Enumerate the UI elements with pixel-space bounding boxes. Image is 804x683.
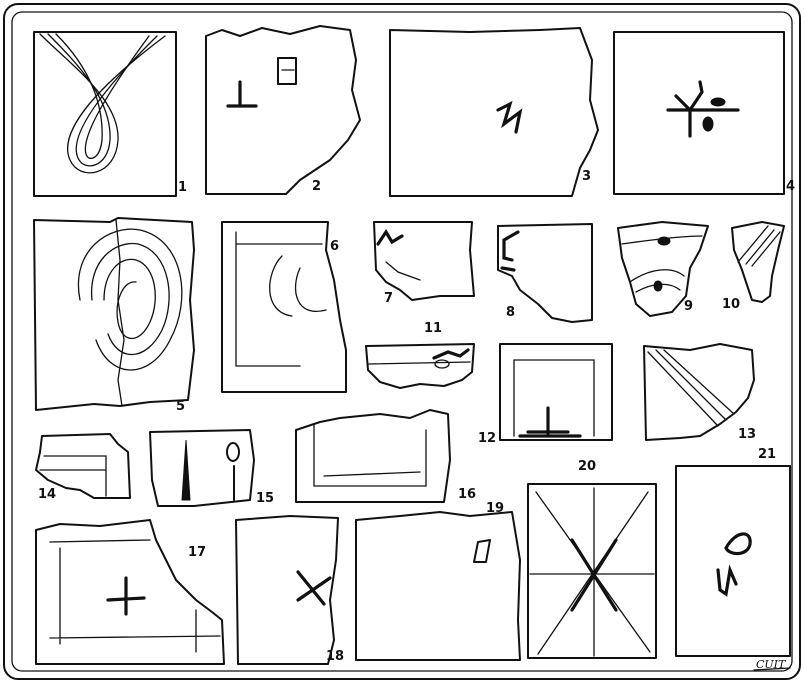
fragment-7 — [374, 222, 474, 300]
fragment-15 — [150, 430, 254, 506]
fragment-5 — [34, 218, 194, 410]
fragment-3 — [390, 28, 598, 196]
fragment-6-label: 6 — [330, 239, 339, 254]
fragment-20-label: 20 — [578, 459, 596, 474]
fragment-1-label: 1 — [178, 180, 187, 195]
fragment-20 — [528, 484, 656, 658]
fragment-12-label: 12 — [478, 431, 496, 446]
fragment-6 — [222, 222, 346, 392]
fragment-10-label: 10 — [722, 297, 740, 312]
fragment-15-label: 15 — [256, 491, 274, 506]
fragment-1 — [34, 32, 176, 196]
fragment-2-label: 2 — [312, 179, 321, 194]
fragment-2 — [206, 26, 360, 194]
fragment-10 — [732, 222, 784, 302]
fragment-17-label: 17 — [188, 545, 206, 560]
fragment-19-label: 19 — [486, 501, 504, 516]
fragment-18-label: 18 — [326, 649, 344, 664]
fragment-16-label: 16 — [458, 487, 476, 502]
fragment-11-label: 11 — [424, 321, 442, 336]
fragment-5-label: 5 — [176, 399, 185, 414]
fragment-4-label: 4 — [786, 179, 795, 194]
fragment-8-label: 8 — [506, 305, 515, 320]
fragment-14-label: 14 — [38, 487, 56, 502]
fragment-13-label: 13 — [738, 427, 756, 442]
fragment-18 — [236, 516, 338, 664]
fragment-7-label: 7 — [384, 291, 393, 306]
fragment-21-label: 21 — [758, 447, 776, 462]
fragment-3-label: 3 — [582, 169, 591, 184]
fragment-19 — [356, 512, 520, 660]
fragment-9-label: 9 — [684, 299, 693, 314]
fragment-4 — [614, 32, 784, 194]
fragment-21 — [676, 466, 790, 656]
fragment-9 — [618, 222, 708, 316]
fragment-17 — [36, 520, 224, 664]
fragment-12 — [500, 344, 612, 440]
fragment-13 — [644, 344, 754, 440]
fragment-11 — [366, 344, 474, 388]
fragment-16 — [296, 410, 450, 502]
